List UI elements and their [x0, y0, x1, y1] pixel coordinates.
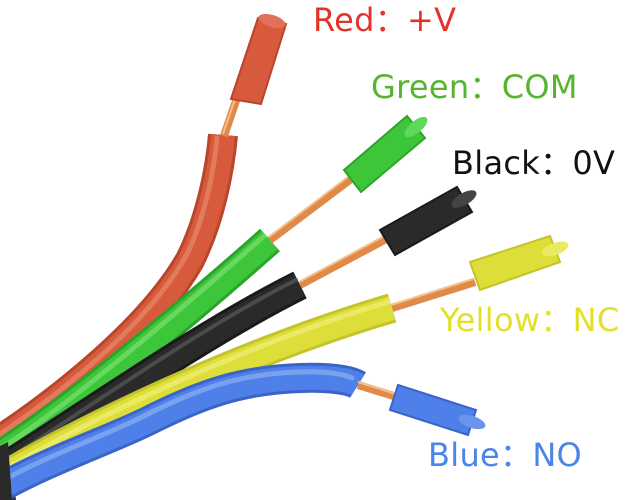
yellow-wire-conductor [390, 278, 477, 312]
wire-label-green: Green：COM [371, 68, 578, 106]
wire-label-black: Black：0V [452, 144, 616, 182]
green-wire-conductor [267, 172, 358, 244]
black-wire-conductor [298, 232, 394, 289]
wire-label-blue: Blue：NO [428, 436, 583, 474]
red-wire-tip [229, 16, 288, 106]
blue-wire [0, 362, 486, 500]
red-wire-conductor [220, 96, 241, 138]
black-wire-tip [378, 185, 474, 257]
blue-wire-tip [388, 383, 478, 437]
wire-label-red: Red：+V [313, 1, 457, 39]
wire-label-yellow: Yellow：NC [440, 301, 620, 339]
yellow-wire-tip [468, 234, 562, 292]
blue-wire-conductor [356, 381, 402, 402]
